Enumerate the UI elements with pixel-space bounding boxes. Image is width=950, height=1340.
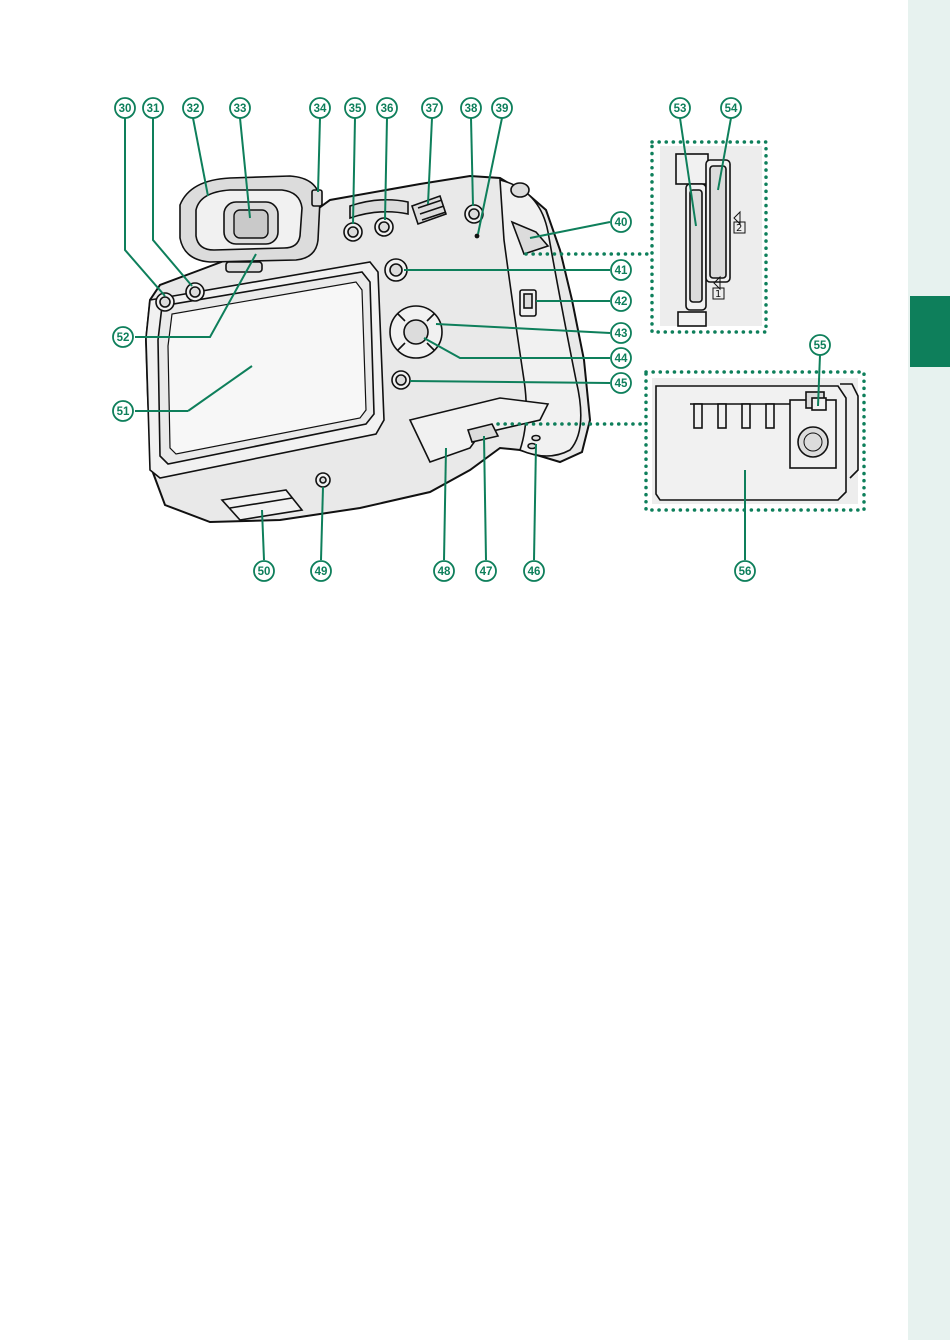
callout-51: 51 [113, 401, 133, 421]
callout-35-label: 35 [349, 103, 362, 115]
callout-41: 41 [611, 260, 631, 280]
callout-33: 33 [230, 98, 250, 118]
callout-55: 55 [810, 335, 830, 355]
callout-52-label: 52 [117, 332, 130, 344]
callout-40-label: 40 [615, 217, 628, 229]
callout-40: 40 [611, 212, 631, 232]
callout-37: 37 [422, 98, 442, 118]
callout-47: 47 [476, 561, 496, 581]
callout-30-label: 30 [119, 103, 132, 115]
callout-41-label: 41 [615, 265, 628, 277]
callout-36-label: 36 [381, 103, 394, 115]
callout-39-label: 39 [496, 103, 509, 115]
callout-32-label: 32 [187, 103, 200, 115]
callout-45: 45 [611, 373, 631, 393]
memory-card-slot-inset: 1 2 [652, 142, 766, 332]
callout-53-label: 53 [674, 103, 687, 115]
callout-43: 43 [611, 323, 631, 343]
camera-back-diagram: 1 2 [0, 0, 908, 600]
callout-31: 31 [143, 98, 163, 118]
callout-31-label: 31 [147, 103, 160, 115]
callout-55-label: 55 [814, 340, 827, 352]
callout-30: 30 [115, 98, 135, 118]
viewfinder-eyecup [180, 176, 322, 262]
callout-49-label: 49 [315, 566, 328, 578]
page-side-strip [908, 0, 950, 1340]
callout-48-label: 48 [438, 566, 451, 578]
callout-38-label: 38 [465, 103, 478, 115]
callout-42-label: 42 [615, 296, 628, 308]
callout-42: 42 [611, 291, 631, 311]
slot-1-label: 1 [715, 289, 721, 300]
callout-36: 36 [377, 98, 397, 118]
callout-53: 53 [670, 98, 690, 118]
callout-44: 44 [611, 348, 631, 368]
callout-44-label: 44 [615, 353, 628, 365]
callout-37-label: 37 [426, 103, 439, 115]
callout-56: 56 [735, 561, 755, 581]
callout-49: 49 [311, 561, 331, 581]
callout-50: 50 [254, 561, 274, 581]
callout-43-label: 43 [615, 328, 628, 340]
callout-39: 39 [492, 98, 512, 118]
callout-52: 52 [113, 327, 133, 347]
callout-54-label: 54 [725, 103, 738, 115]
callout-35: 35 [345, 98, 365, 118]
callout-56-label: 56 [739, 566, 752, 578]
callout-38: 38 [461, 98, 481, 118]
callout-32: 32 [183, 98, 203, 118]
callout-54: 54 [721, 98, 741, 118]
chapter-tab [910, 296, 950, 367]
callout-46-label: 46 [528, 566, 541, 578]
callout-34-label: 34 [314, 103, 327, 115]
callout-51-label: 51 [117, 406, 130, 418]
callout-33-label: 33 [234, 103, 247, 115]
callout-46: 46 [524, 561, 544, 581]
callout-50-label: 50 [258, 566, 271, 578]
callout-47-label: 47 [480, 566, 493, 578]
slot-2-label: 2 [736, 223, 742, 234]
battery-chamber-inset [646, 372, 864, 510]
callout-48: 48 [434, 561, 454, 581]
callout-45-label: 45 [615, 378, 628, 390]
callout-34: 34 [310, 98, 330, 118]
